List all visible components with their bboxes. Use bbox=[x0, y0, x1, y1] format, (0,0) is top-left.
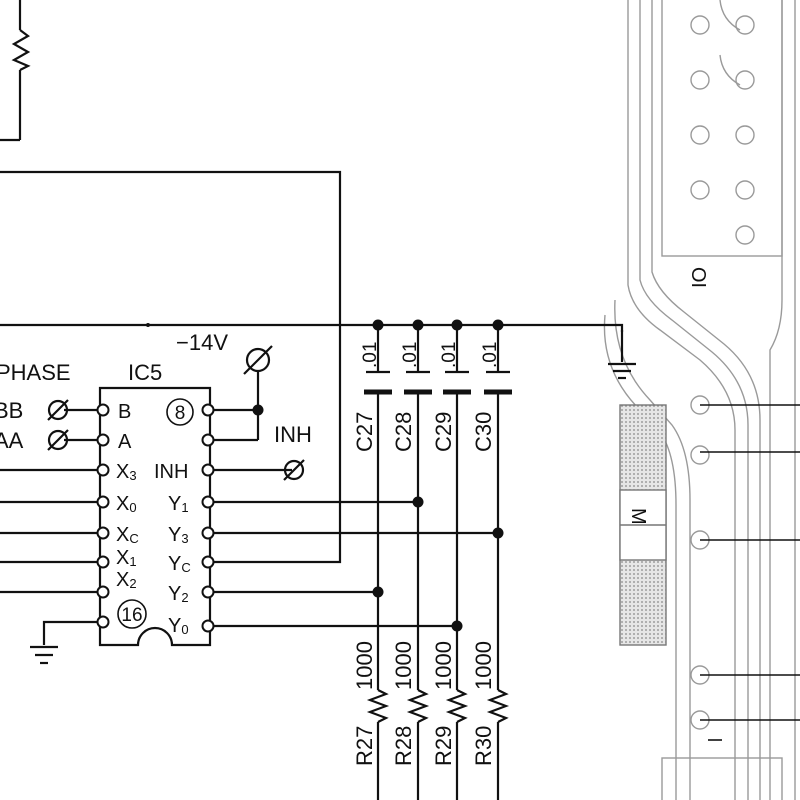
pin-label-x1: X1 bbox=[116, 547, 137, 569]
c28-value: .01 bbox=[400, 342, 421, 368]
pin-label-y0: Y0 bbox=[168, 615, 189, 637]
ic5-chip: IC5 8 16 B A X3 X0 XC X1 X2 INH Y1 Y3 YC… bbox=[96, 360, 215, 647]
r28-ref: R28 bbox=[391, 726, 416, 766]
c28-ref: C28 bbox=[391, 412, 416, 452]
junction-dots bbox=[146, 319, 504, 632]
terminal-inh bbox=[283, 459, 305, 481]
pcb-overlay bbox=[603, 0, 800, 800]
capacitor-c27: .01 C27 bbox=[352, 342, 392, 452]
ic5-label: IC5 bbox=[128, 360, 162, 385]
pin-label-y1: Y1 bbox=[168, 493, 189, 515]
wiring bbox=[0, 170, 624, 800]
c30-value: .01 bbox=[480, 342, 501, 368]
resistor-r28: 1000 R28 bbox=[391, 641, 430, 766]
pin-label-xc: XC bbox=[116, 524, 139, 546]
pin-label-b: B bbox=[118, 401, 131, 423]
c30-ref: C30 bbox=[471, 412, 496, 452]
capacitors: .01 C27 .01 C28 .01 C29 .01 C30 bbox=[352, 342, 512, 452]
pin-label-y3: Y3 bbox=[168, 524, 189, 546]
top-left-resistor bbox=[0, 0, 31, 142]
pcb-leads bbox=[700, 404, 800, 741]
aa-label: AA bbox=[0, 428, 24, 453]
c27-value: .01 bbox=[360, 342, 381, 368]
capacitor-c28: .01 C28 bbox=[391, 342, 432, 452]
r27-ref: R27 bbox=[352, 726, 377, 766]
r29-value: 1000 bbox=[431, 641, 456, 690]
ground-symbol-left bbox=[30, 645, 58, 665]
resistor-r29: 1000 R29 bbox=[431, 641, 469, 766]
pin-label-yc: YC bbox=[168, 553, 191, 575]
bb-label: BB bbox=[0, 398, 23, 423]
ic5-left-pins bbox=[96, 403, 110, 629]
pcb-pads bbox=[690, 15, 755, 730]
terminal-bb bbox=[47, 399, 69, 421]
pin-label-y2: Y2 bbox=[168, 583, 189, 605]
resistors: 1000 R27 1000 R28 1000 R29 1000 R30 bbox=[352, 641, 510, 766]
pin-16-circle bbox=[117, 599, 147, 629]
r30-ref: R30 bbox=[471, 726, 496, 766]
pcb-chip-outline-top bbox=[661, 0, 783, 257]
c27-ref: C27 bbox=[352, 412, 377, 452]
inh-label: INH bbox=[274, 422, 312, 447]
io-label: IO bbox=[689, 267, 711, 288]
ic5-right-pins bbox=[201, 403, 215, 633]
r28-value: 1000 bbox=[391, 641, 416, 690]
phase-label: PHASE bbox=[0, 360, 71, 385]
r30-value: 1000 bbox=[471, 641, 496, 690]
pin-label-x0: X0 bbox=[116, 493, 137, 515]
pin-label-inh: INH bbox=[154, 461, 188, 483]
pin-8-circle bbox=[166, 398, 194, 426]
pin-label-x3: X3 bbox=[116, 461, 137, 483]
r27-value: 1000 bbox=[352, 641, 377, 690]
terminal-neg14v bbox=[243, 345, 273, 375]
capacitor-c29: .01 C29 bbox=[431, 342, 471, 452]
ic5-body bbox=[98, 386, 212, 647]
pin-16-number: 16 bbox=[121, 605, 142, 626]
resistor-r30: 1000 R30 bbox=[471, 641, 510, 766]
pin-label-x2: X2 bbox=[116, 569, 137, 591]
c29-value: .01 bbox=[439, 342, 460, 368]
m-label: M bbox=[627, 508, 649, 525]
pin-8-number: 8 bbox=[175, 403, 186, 424]
terminal-aa bbox=[47, 429, 69, 451]
r29-ref: R29 bbox=[431, 726, 456, 766]
neg14v-label: −14V bbox=[176, 330, 228, 355]
capacitor-c30: .01 C30 bbox=[471, 342, 512, 452]
pin-label-a: A bbox=[118, 431, 132, 453]
resistor-r27: 1000 R27 bbox=[352, 641, 390, 766]
c29-ref: C29 bbox=[431, 412, 456, 452]
pcb-chip-outline-bottom bbox=[661, 757, 783, 800]
ground-symbol-pcb bbox=[608, 330, 636, 380]
connector-block bbox=[619, 404, 667, 646]
